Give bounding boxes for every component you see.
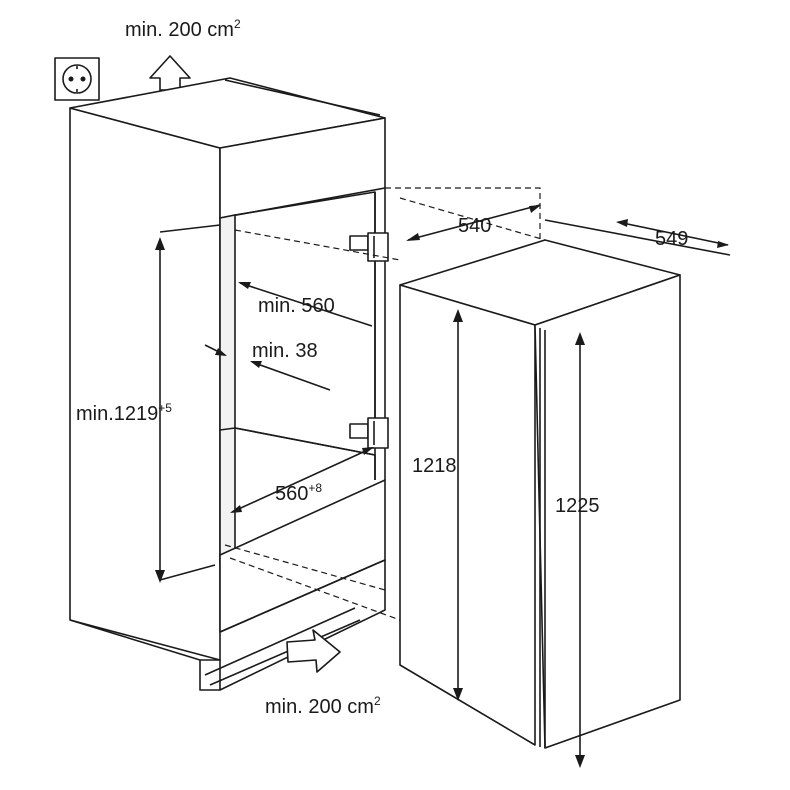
dim-540-line xyxy=(406,204,541,241)
niche-width-superscript: +8 xyxy=(308,481,322,495)
side-gap-label: min. 38 xyxy=(252,340,318,362)
niche-depth-label: min. 560 xyxy=(258,295,335,317)
cabinet xyxy=(69,77,386,691)
top-vent-label: min. 200 cm2 xyxy=(125,17,241,41)
top-vent-superscript: 2 xyxy=(234,17,241,31)
airflow-up-arrow-icon xyxy=(149,55,191,91)
bottom-vent-superscript: 2 xyxy=(374,694,381,708)
dim-1218-line xyxy=(453,309,463,701)
dim-min560-line xyxy=(238,282,373,327)
dim-1225-line xyxy=(575,332,585,768)
niche-height-superscript: +5 xyxy=(158,401,172,415)
guide-lines xyxy=(159,187,731,621)
dim-549-line xyxy=(616,219,729,248)
lower-hinge xyxy=(349,417,389,449)
bottom-vent-label: min. 200 cm2 xyxy=(265,694,381,718)
depth-540-label: 540 xyxy=(458,215,491,237)
power-socket-icon xyxy=(54,57,100,101)
dim-min1219-line xyxy=(155,237,165,583)
depth-549-label: 549 xyxy=(655,228,688,250)
door-height-label: 1225 xyxy=(555,495,600,517)
airflow-in-arrow-icon xyxy=(286,629,341,673)
appliance xyxy=(399,239,681,749)
niche-width-label: 560+8 xyxy=(275,481,322,505)
upper-hinge xyxy=(349,232,389,262)
niche-height-label: min.1219+5 xyxy=(76,401,172,425)
appliance-height-label: 1218 xyxy=(412,455,457,477)
dim-560-line xyxy=(230,447,374,513)
dim-min38-line xyxy=(204,344,331,391)
